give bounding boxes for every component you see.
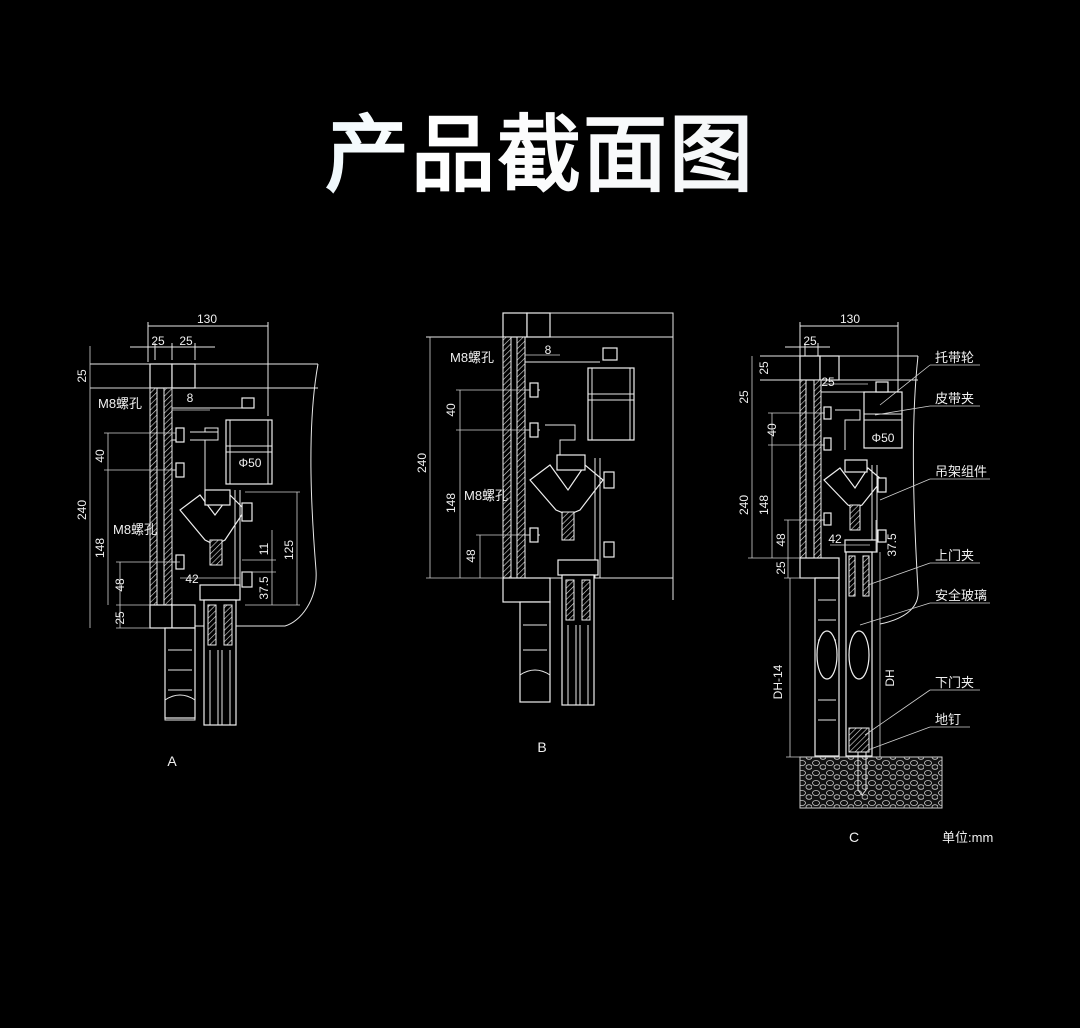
dim: 240 [737, 495, 751, 515]
dim: 37.5 [257, 576, 271, 600]
dim: 48 [774, 533, 788, 547]
dim: 25 [151, 334, 165, 348]
callout-label: 托带轮 [935, 350, 974, 365]
dim: 25 [75, 369, 89, 383]
dim: 25 [113, 611, 127, 625]
dim: DH [883, 669, 897, 686]
unit-label: 单位:mm [942, 830, 993, 845]
callout-label: 地钉 [935, 712, 961, 727]
dim: 40 [444, 403, 458, 417]
caption-c: C [849, 829, 859, 845]
m8-hole-label: M8螺孔 [464, 488, 508, 503]
dim: 25 [757, 361, 771, 375]
m8-hole-label: M8螺孔 [98, 396, 142, 411]
dim: 40 [765, 423, 779, 437]
m8-hole-label: M8螺孔 [113, 522, 157, 537]
dim: 25 [774, 561, 788, 575]
page-title: 产品截面图 [0, 88, 1080, 209]
dim: 25 [179, 334, 193, 348]
dim: 42 [828, 532, 842, 546]
dim: 42 [185, 572, 199, 586]
dim: 11 [257, 542, 271, 555]
caption-b: B [537, 739, 546, 755]
dim: 148 [93, 538, 107, 558]
dim: 25 [803, 334, 817, 348]
dim: 25 [821, 375, 835, 389]
dimension-labels: 130 25 25 25 8 40 240 148 48 25 11 125 3… [75, 312, 296, 625]
callout-label: 下门夹 [935, 675, 974, 690]
dim: 240 [75, 500, 89, 520]
diameter-label: Φ50 [239, 456, 262, 470]
dim: 148 [757, 495, 771, 515]
dim: 37.5 [885, 533, 899, 557]
dim: 8 [187, 391, 194, 405]
drawing-c: 130 25 25 25 25 40 240 148 48 42 37.5 25… [737, 312, 993, 845]
dim: 148 [444, 493, 458, 513]
dim: 8 [545, 343, 552, 357]
m8-hole-label: M8螺孔 [450, 350, 494, 365]
dim: 48 [464, 549, 478, 563]
dim: 130 [197, 312, 217, 326]
dim: DH-14 [771, 664, 785, 699]
caption-a: A [167, 753, 177, 769]
drawing-a: 130 25 25 25 8 40 240 148 48 25 11 125 3… [75, 312, 319, 769]
callout-label: 皮带夹 [935, 391, 974, 406]
dim: 240 [415, 453, 429, 473]
dim: 130 [840, 312, 860, 326]
drawing-b: 8 40 240 148 48 M8螺孔 M8螺孔 B [415, 312, 674, 755]
dim: 25 [737, 390, 751, 404]
callout-label: 上门夹 [935, 548, 974, 563]
dim: 40 [93, 449, 107, 463]
callout-label: 吊架组件 [935, 464, 987, 479]
dim: 125 [282, 540, 296, 560]
callout-label: 安全玻璃 [935, 588, 987, 603]
diameter-label: Φ50 [872, 431, 895, 445]
dim: 48 [113, 578, 127, 592]
